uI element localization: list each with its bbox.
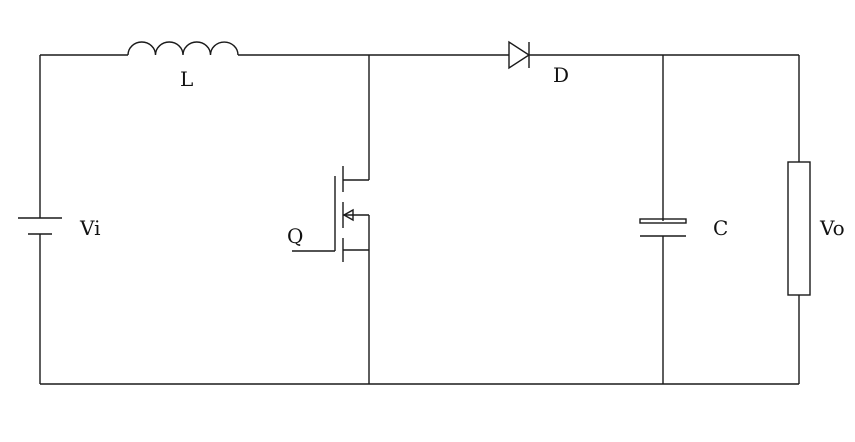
label-load: Vo xyxy=(819,216,845,240)
label-diode: D xyxy=(553,63,569,87)
label-source: Vi xyxy=(79,216,101,240)
battery-symbol xyxy=(18,217,62,235)
inductor-symbol xyxy=(127,41,239,56)
diode-symbol xyxy=(508,40,531,70)
load-resistor-symbol xyxy=(787,161,811,296)
label-capacitor: C xyxy=(713,216,728,240)
label-switch: Q xyxy=(287,224,303,248)
capacitor-symbol xyxy=(639,218,687,237)
label-inductor: L xyxy=(180,67,193,91)
wires xyxy=(39,54,800,385)
mosfet-symbol xyxy=(292,135,370,305)
